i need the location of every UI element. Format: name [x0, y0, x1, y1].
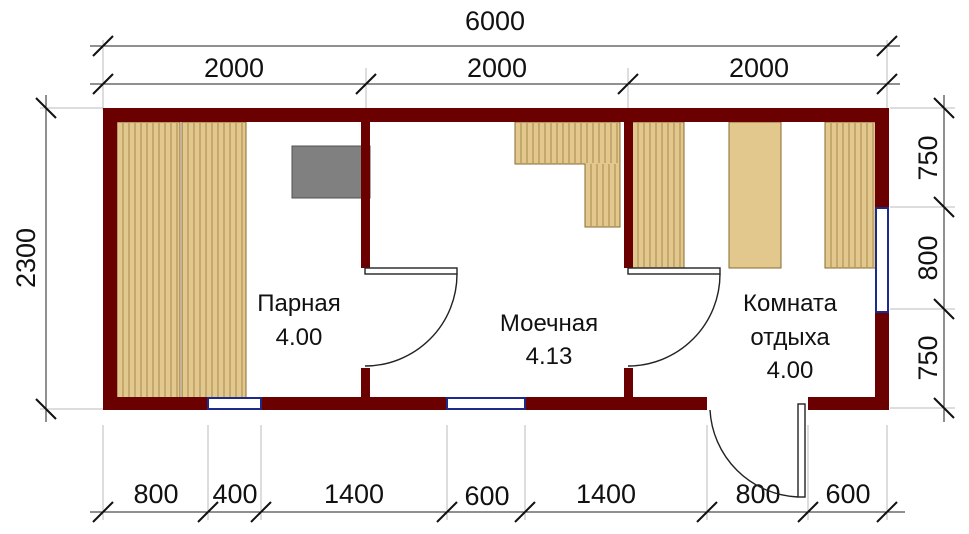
segment-top-3-label: 2000 — [729, 53, 789, 83]
furniture-rest-room — [631, 121, 878, 269]
door-swing-arc — [627, 273, 721, 367]
door-leaf — [627, 267, 721, 275]
door-washroom — [627, 267, 721, 367]
door-entrance — [709, 403, 806, 498]
room-name-line2: отдыха — [750, 324, 830, 351]
dimension-top-segments: 2000 2000 2000 — [90, 53, 900, 95]
corner-bench — [514, 121, 621, 228]
room-name: Моечная — [500, 310, 598, 337]
shelf-upper — [181, 121, 247, 399]
stove — [291, 145, 371, 199]
dimension-bottom-segments: 800 400 1400 600 1400 800 600 — [90, 479, 905, 523]
room-name-line1: Комната — [743, 290, 838, 317]
dimension-top-total: 6000 — [90, 6, 900, 57]
wall-bottom-3 — [525, 397, 707, 410]
window-washroom — [446, 397, 526, 410]
partition-2-upper — [624, 122, 633, 268]
room-steam: Парная 4.00 — [257, 290, 341, 351]
bench-left — [631, 121, 685, 269]
table — [728, 121, 782, 269]
partition-1-upper — [361, 122, 370, 268]
wall-right-upper — [875, 108, 889, 208]
segment-bottom-3-label: 1400 — [324, 479, 384, 509]
room-area: 4.00 — [767, 357, 814, 384]
segment-right-3-label: 750 — [913, 335, 943, 380]
segment-right-1-label: 750 — [913, 135, 943, 180]
wall-bottom-1 — [103, 397, 208, 410]
segment-right-2-label: 800 — [913, 235, 943, 280]
door-swing-arc — [364, 273, 458, 367]
segment-bottom-4-label: 600 — [464, 481, 509, 511]
wall-bottom-2 — [261, 397, 447, 410]
door-steam-room — [364, 267, 458, 367]
total-length-label: 6000 — [465, 6, 525, 36]
window-steam-room — [207, 397, 262, 410]
segment-bottom-7-label: 600 — [825, 479, 870, 509]
room-rest: Комната отдыха 4.00 — [743, 290, 838, 384]
window-rest-room — [875, 207, 889, 313]
room-area: 4.13 — [526, 343, 573, 370]
extension-lines — [40, 40, 955, 520]
bench-washroom — [514, 121, 621, 228]
wall-right-lower — [875, 312, 889, 410]
wall-left — [103, 108, 117, 410]
segment-bottom-6-label: 800 — [735, 479, 780, 509]
dimension-left-total: 2300 — [11, 95, 57, 422]
dimension-right-segments: 750 800 750 — [913, 95, 955, 422]
room-area: 4.00 — [276, 324, 323, 351]
room-washroom: Моечная 4.13 — [500, 310, 598, 370]
segment-bottom-2-label: 400 — [212, 479, 257, 509]
wall-top — [103, 108, 887, 122]
partition-1-lower — [361, 368, 370, 398]
partition-2-lower — [624, 368, 633, 398]
room-name: Парная — [257, 290, 341, 317]
bench-right — [824, 121, 878, 269]
windows — [207, 207, 889, 410]
door-leaf — [797, 403, 806, 498]
door-swing-arc — [709, 409, 799, 498]
door-leaf — [364, 267, 458, 275]
segment-bottom-1-label: 800 — [133, 479, 178, 509]
segment-top-2-label: 2000 — [467, 53, 527, 83]
wall-bottom-4 — [808, 397, 889, 410]
total-width-label: 2300 — [11, 228, 41, 288]
segment-top-1-label: 2000 — [204, 53, 264, 83]
shelves-steam-room — [116, 121, 247, 399]
segment-bottom-5-label: 1400 — [576, 479, 636, 509]
walls — [103, 108, 889, 410]
